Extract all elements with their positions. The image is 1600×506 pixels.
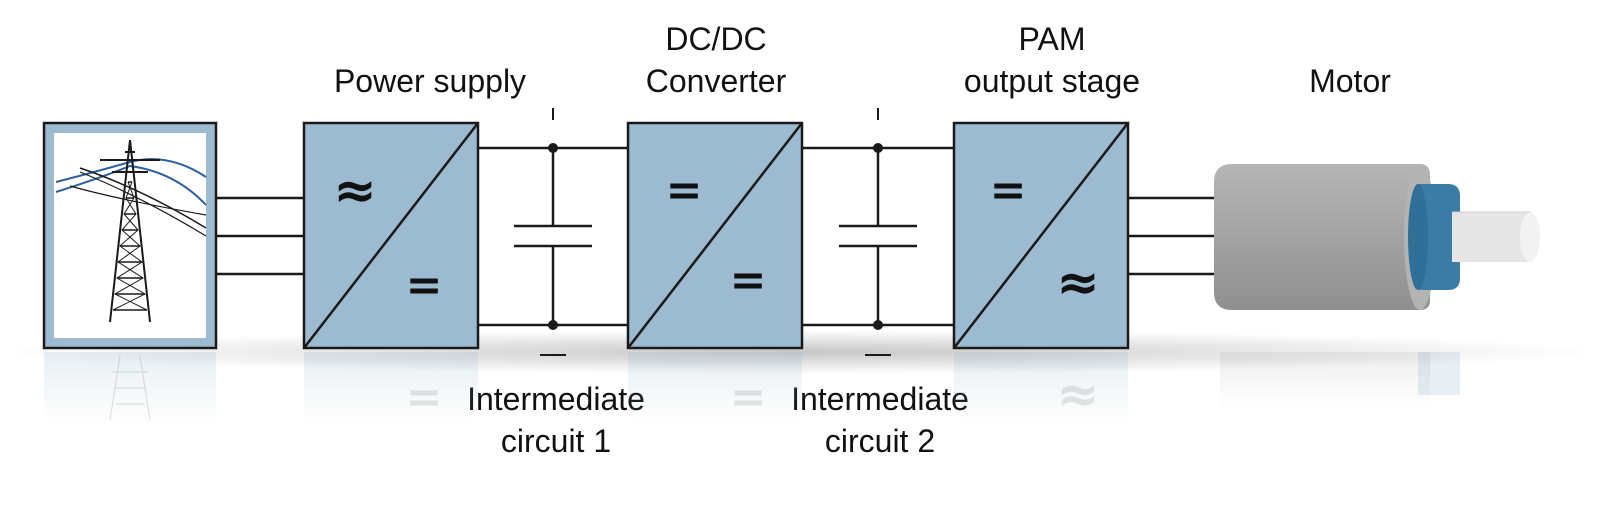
dcdc-converter-block: = = xyxy=(626,121,804,350)
ac-output-symbol-reflection: ≈ xyxy=(1056,365,1100,425)
dc-input-symbol: = xyxy=(990,165,1027,216)
dcdc-label-line2: Converter xyxy=(646,63,787,99)
intermediate-circuit-2-label-line1: Intermediate xyxy=(791,381,969,417)
ac-symbol: ≈ xyxy=(333,161,377,221)
power-tower-icon xyxy=(55,139,207,323)
dc-symbol: = xyxy=(406,260,443,311)
pam-label-line1: PAM xyxy=(1019,21,1086,57)
intermediate-circuit-2-label-line2: circuit 2 xyxy=(825,423,935,459)
pam-label-line2: output stage xyxy=(964,63,1140,99)
power-supply-label: Power supply xyxy=(334,63,526,99)
ac-output-symbol: ≈ xyxy=(1056,253,1100,313)
dc-in-symbol: = xyxy=(666,165,703,216)
intermediate-circuit-1-label-line1: Intermediate xyxy=(467,381,645,417)
intermediate-circuit-1-label-line2: circuit 1 xyxy=(501,423,611,459)
dc-out-symbol-reflection: = xyxy=(730,372,767,423)
dc-out-symbol: = xyxy=(730,255,767,306)
output-phase-wires xyxy=(1128,196,1218,276)
floor-reflections: = = ≈ xyxy=(44,352,1460,425)
intermediate-circuit-1 xyxy=(478,108,628,356)
power-supply-block: ≈ = xyxy=(302,121,480,350)
motor-label: Motor xyxy=(1309,63,1391,99)
power-grid-box xyxy=(42,121,218,350)
input-phase-wires xyxy=(216,196,304,276)
dcdc-label-line1: DC/DC xyxy=(665,21,766,57)
motor-icon xyxy=(1214,164,1540,310)
intermediate-circuit-2 xyxy=(802,108,954,356)
dc-symbol-reflection: = xyxy=(406,372,443,423)
pam-output-stage-block: = ≈ xyxy=(952,121,1130,350)
